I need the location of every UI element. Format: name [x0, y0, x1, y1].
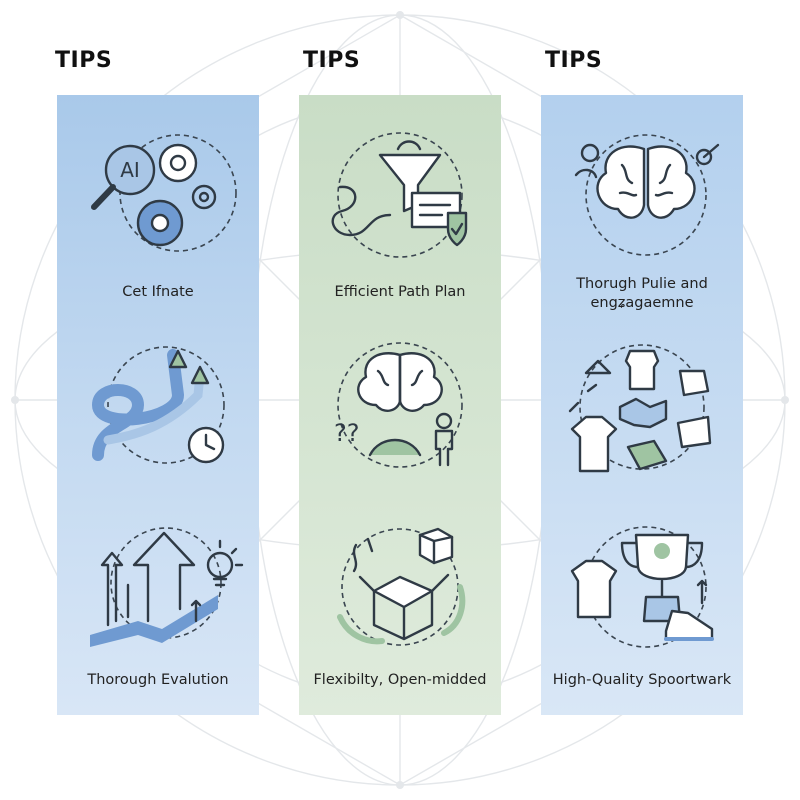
ai-badge-text: AI [120, 158, 140, 182]
ai-magnifier-gears-icon: AI [91, 134, 237, 252]
brain-person-question-icon: ?? [334, 342, 463, 468]
tips-heading-3: TIPS [545, 48, 603, 73]
funnel-document-shield-icon [331, 132, 468, 258]
clothing-handshake-icon [568, 344, 712, 473]
tips-column-2: Efficient Path Plan ?? Flexibilty, [299, 95, 501, 715]
tip-label: High-Quality Spoortwark [552, 672, 732, 688]
trophy-shirt-shoe-icon [570, 526, 714, 648]
question-marks-text: ?? [334, 419, 359, 447]
tips-heading-2: TIPS [303, 48, 361, 73]
tip-label: Flexibilty, Open-midded [313, 672, 487, 688]
tip-label: Cet Ifnate [122, 284, 194, 300]
tips-column-1: AI Cet Ifnate Tho [57, 95, 259, 715]
brain-target-icon [574, 134, 720, 256]
tip-label: Thorough Evalution [87, 672, 229, 688]
winding-path-clock-icon [91, 346, 225, 464]
tip-label: Efficient Path Plan [334, 284, 466, 300]
open-box-cycle-icon [337, 527, 466, 646]
tips-heading-1: TIPS [55, 48, 113, 73]
growth-arrows-lightbulb-icon [90, 527, 244, 647]
